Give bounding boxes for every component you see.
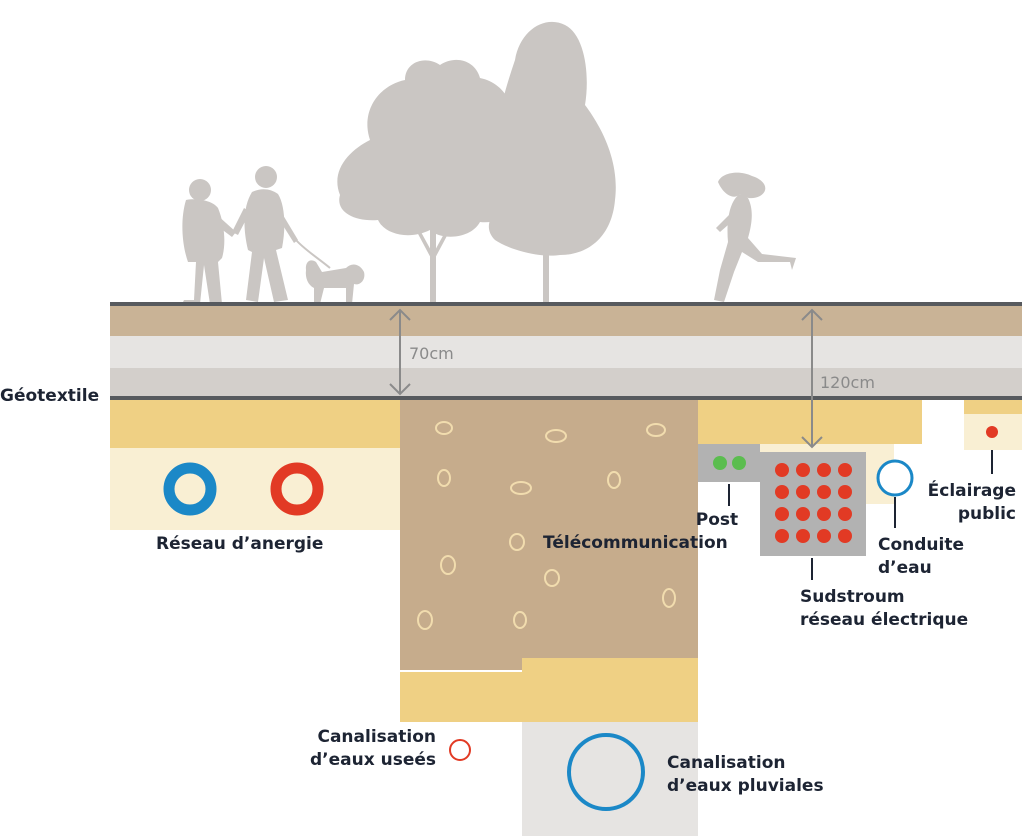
electric-label-line2: réseau électrique <box>800 610 969 630</box>
rainwater-label-line1: Canalisation <box>667 753 786 773</box>
depth-label-70: 70cm <box>409 344 454 363</box>
lighting-label-line2: public <box>957 504 1016 524</box>
left-trench-sand-top <box>110 400 400 448</box>
wastewater-pipe <box>449 739 471 761</box>
telecom-label: Télécommunication <box>543 533 728 553</box>
energy-network-label: Réseau d’anergie <box>156 534 324 554</box>
depth-arrow-70 <box>389 308 411 396</box>
lighting-trench-top <box>964 400 1022 414</box>
water-pipe-label-line2: d’eau <box>878 558 932 578</box>
rainwater-pipe <box>567 733 645 811</box>
soil-column <box>400 400 698 670</box>
soil-stones <box>417 421 676 630</box>
person-icon <box>232 166 298 302</box>
wastewater-label-line1: Canalisation <box>317 727 436 747</box>
silhouettes-group <box>182 21 796 304</box>
electric-ducts <box>775 463 852 543</box>
person-icon <box>182 179 236 304</box>
right-trench-sand-top <box>698 400 922 444</box>
telecom-duct-box <box>698 444 760 482</box>
left-trench-sand-bed <box>110 448 400 530</box>
energy-pipe-hot <box>270 462 324 516</box>
wastewater-label-line2: d’eaux useés <box>309 750 436 770</box>
energy-pipe-cold <box>163 462 217 516</box>
geotextile-label: Géotextile <box>0 386 100 406</box>
tree-icon <box>485 21 616 304</box>
lighting-cable <box>986 426 998 438</box>
road-surface-layer <box>110 303 1022 336</box>
ground-surface-line <box>110 302 1022 306</box>
telecom-duct <box>713 456 727 470</box>
post-label: Post <box>695 510 739 530</box>
dog-icon <box>305 260 365 304</box>
leader-lines <box>728 450 993 580</box>
road-base-layer <box>110 336 1022 368</box>
geotextile-line <box>110 396 1022 400</box>
depth-label-120: 120cm <box>820 373 875 392</box>
rainwater-label-line2: d’eaux pluviales <box>667 776 824 796</box>
depth-arrow-120 <box>801 308 823 449</box>
road-subbase-layer <box>110 368 1022 398</box>
water-pipe <box>876 459 914 497</box>
lighting-label-line1: Éclairage <box>927 481 1016 501</box>
runner-icon <box>714 172 796 302</box>
tree-icon <box>337 59 529 303</box>
water-pipe-label-line1: Conduite <box>878 535 965 555</box>
telecom-duct <box>732 456 746 470</box>
electric-label-line1: Sudstroum <box>800 587 905 607</box>
